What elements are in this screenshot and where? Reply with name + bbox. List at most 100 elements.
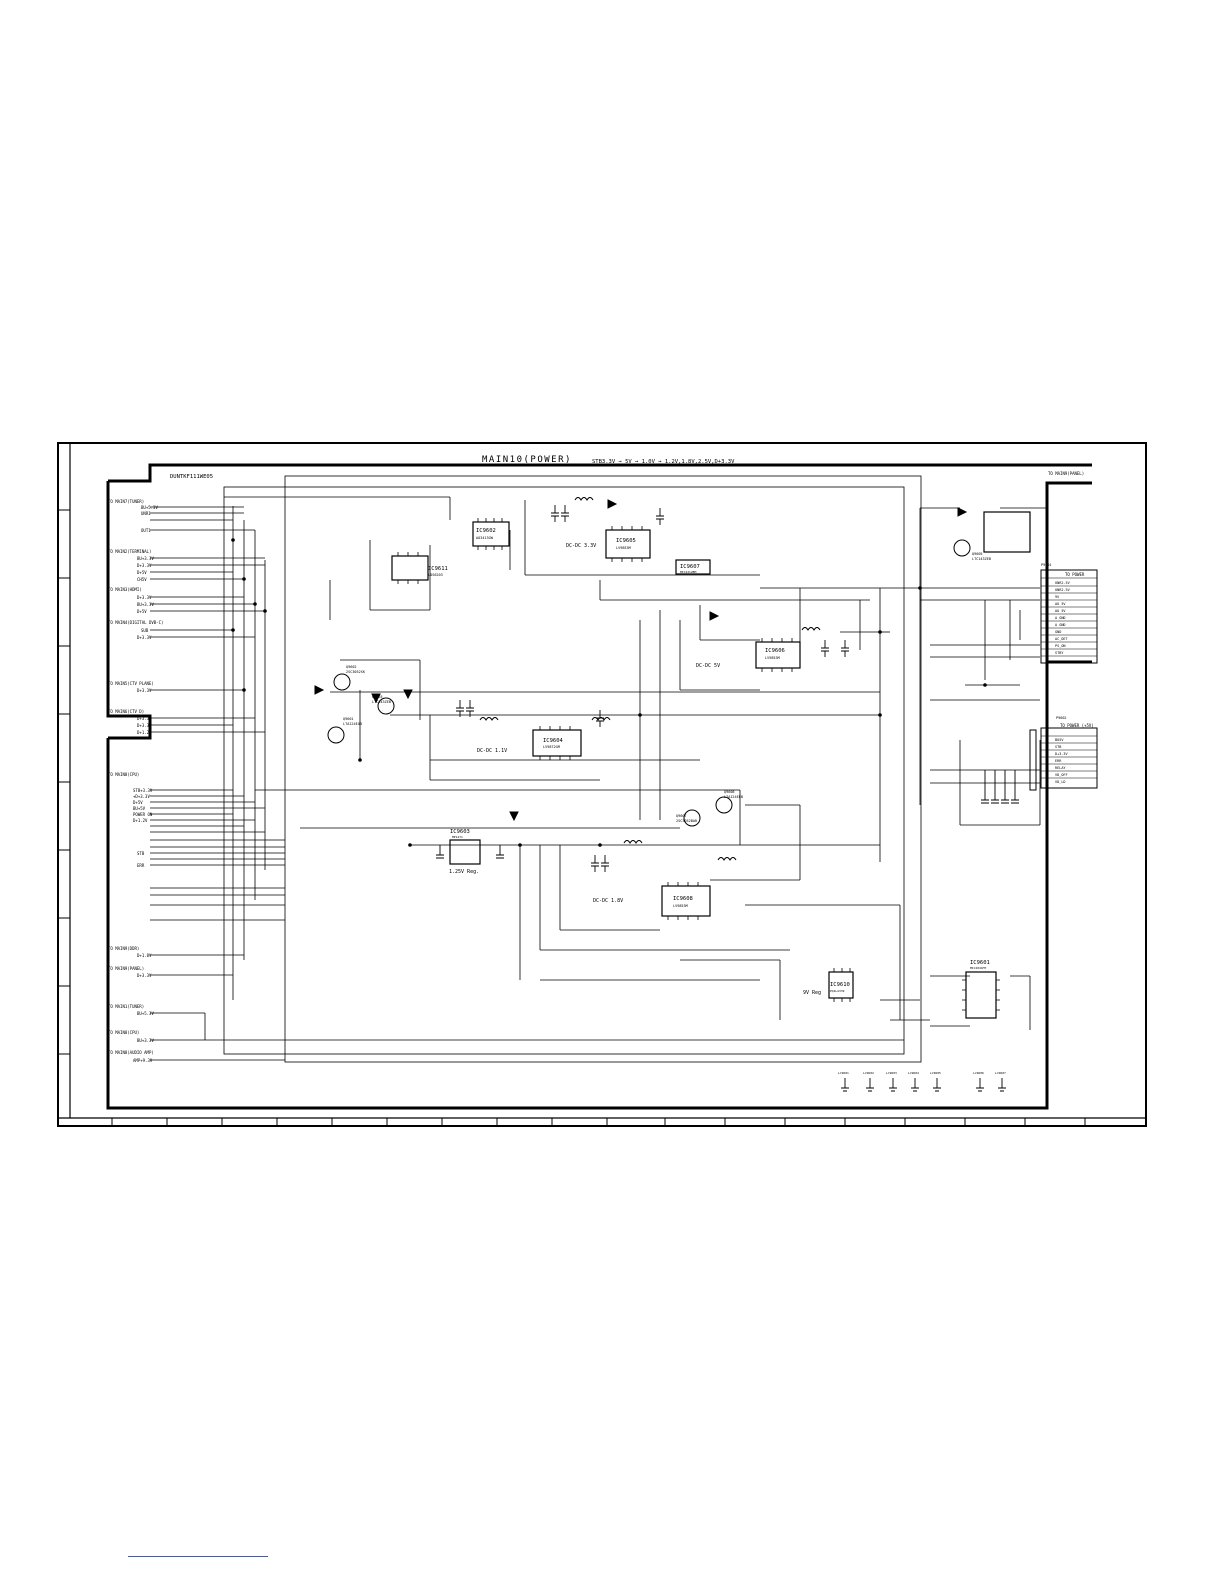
connector-pin: ERR: [137, 863, 145, 868]
ic-part: PQ1LA339: [830, 989, 845, 993]
connector-pin: ERR: [1055, 759, 1062, 763]
connector-pin: RELAY: [1055, 766, 1066, 770]
block-label: DC-DC 5V: [696, 663, 720, 669]
left-connector-label: TO MAIN1(TUNER): [108, 1004, 144, 1009]
connector-pin: D+1.8V: [137, 953, 152, 958]
connector-pin: BU+3.3V: [137, 1038, 154, 1043]
connector-pin: BU+5.3V: [137, 1011, 154, 1016]
ic-ref: IC9605: [616, 538, 636, 544]
footer-rule: [128, 1556, 268, 1557]
connector-pin: SUB: [141, 628, 149, 633]
test-point-label: LJ9605: [930, 1071, 941, 1075]
block-label: DC-DC 1.8V: [593, 898, 623, 904]
test-point-label: LJ9604: [908, 1071, 919, 1075]
connector-pin: D+1.2V: [133, 818, 148, 823]
left-connector-label: TO MAIN2(TERMINAL): [108, 549, 151, 554]
block-label: DC-DC 3.3V: [566, 543, 596, 549]
connector-pin: D+1.2V: [137, 730, 152, 735]
transistor-ref: Q9607: [676, 814, 687, 818]
connector-pin: STB: [1055, 745, 1061, 749]
ic-part: LV9853M: [673, 904, 688, 908]
connector-pin: UNR1: [141, 511, 151, 516]
ic-ref: IC9602: [476, 528, 496, 534]
connector-pin: D+5V: [137, 570, 147, 575]
connector-pin: D+5V: [137, 609, 147, 614]
ic-ref: IC9603: [450, 829, 470, 835]
connector-pin: BU+5V: [133, 806, 146, 811]
left-connector-label: TO MAIN6(CTV D): [108, 709, 144, 714]
ic-part: AO3413GW: [476, 536, 494, 540]
right-connector-label: TO POWER: [1065, 572, 1085, 577]
connector-pin: PS_ON: [1055, 644, 1066, 648]
transistor-ref: Q9603: [372, 695, 383, 699]
connector-pin: D+3.3V: [137, 688, 152, 693]
connector-pin: VD_OFF: [1055, 773, 1068, 777]
test-point-label: LJ9607: [995, 1071, 1006, 1075]
transistor-part: 2SC3052SK: [346, 670, 366, 674]
left-connector-label: TO MAIN8(CPU): [108, 1030, 139, 1035]
connector-pin: D+3.3V: [137, 723, 152, 728]
ic-part: LDS6203: [428, 573, 443, 577]
schematic-title: MAIN10(POWER): [482, 455, 572, 465]
connector-pin: AU 5V: [1055, 602, 1066, 606]
ic-part: LV9853M: [765, 656, 780, 660]
ic-ref: IC9611: [428, 566, 448, 572]
connector-pin: STBY: [1055, 651, 1064, 655]
connector-pin: D+3.3V: [137, 595, 152, 600]
left-connector-label: TO MAIN8(AUDIO AMP): [108, 1050, 154, 1055]
connector-pin: AMP+9.3V: [133, 1058, 153, 1063]
connector-pin: STB+3.3V: [133, 788, 153, 793]
connector-pin: BU5V: [1055, 738, 1064, 742]
test-point-label: LJ9601: [838, 1071, 849, 1075]
ic-ref: IC9608: [673, 896, 693, 902]
connector-pin: D+3.3V: [137, 973, 152, 978]
ic-ref: IC9606: [765, 648, 785, 654]
left-connector-label: TO MAIN7(TUNER): [108, 499, 144, 504]
connector-pin: GND: [1055, 630, 1061, 634]
transistor-ref: Q9601: [343, 717, 354, 721]
connector-pin: BU+3.3V: [137, 602, 154, 607]
ic-ref: IC9607: [680, 564, 700, 570]
connector-pin: AU 5V: [1055, 609, 1066, 613]
ic-ref: IC9604: [543, 738, 564, 744]
block-label: DC-DC 1.1V: [477, 748, 507, 754]
transistor-ref: Q9608: [724, 790, 735, 794]
block-label: 1.25V Reg.: [449, 869, 479, 875]
connector-pin: 9V: [1055, 595, 1060, 599]
ic-part: MP1471: [452, 835, 463, 839]
test-point-label: LJ9606: [973, 1071, 984, 1075]
transistor-part: LTC143ZEB: [372, 700, 391, 704]
test-point-label: LJ9603: [886, 1071, 897, 1075]
connector-pin: AC_DET: [1055, 637, 1069, 641]
connector-pin: BU+3.3V: [137, 556, 154, 561]
sequence-note: STB3.3V → 5V → 1.0V → 1.2V,1.8V,2.5V,D+3…: [592, 459, 735, 465]
connector-pin: A GND: [1055, 623, 1066, 627]
transistor-part: LTA124EEB: [724, 795, 743, 799]
right-connector-ref: P9601: [1041, 563, 1052, 567]
block-label: 9V Reg: [803, 990, 821, 996]
left-connector-label: TO MAIN8(CPU): [108, 772, 139, 777]
right-connector-ref: P9602: [1056, 716, 1067, 720]
ic-part: LV9872GM: [543, 745, 560, 749]
connector-pin: BU+5.3V: [141, 505, 158, 510]
right-connector-label: TO POWER (+5V): [1060, 723, 1094, 728]
transistor-ref: Q9602: [346, 665, 357, 669]
connector-pin: UNR2.5V: [1055, 588, 1071, 592]
connector-pin: D+3.3V: [137, 563, 152, 568]
connector-pin: D+5V: [133, 800, 143, 805]
connector-pin: VD_LD: [1055, 780, 1066, 784]
transistor-ref: Q9605: [972, 552, 983, 556]
left-connector-label: TO MAIN3(HDMI): [108, 587, 142, 592]
left-connector-label: TO MAIN9(DDR): [108, 946, 139, 951]
connector-pin: D+3.3V: [137, 635, 152, 640]
transistor-part: LTA124EUB: [343, 722, 362, 726]
test-point-label: LJ9602: [863, 1071, 874, 1075]
connector-pin: +D+3.3V: [133, 794, 150, 799]
connector-pin: D+3.3V: [1055, 752, 1069, 756]
connector-pin: D+3.3V: [137, 716, 152, 721]
connector-pin: OUT1: [141, 528, 151, 533]
connector-pin: CH5V: [137, 577, 147, 582]
connector-pin: POWER ON: [133, 812, 153, 817]
top-right-connector-label: TO MAIN9(PANEL): [1048, 471, 1084, 476]
